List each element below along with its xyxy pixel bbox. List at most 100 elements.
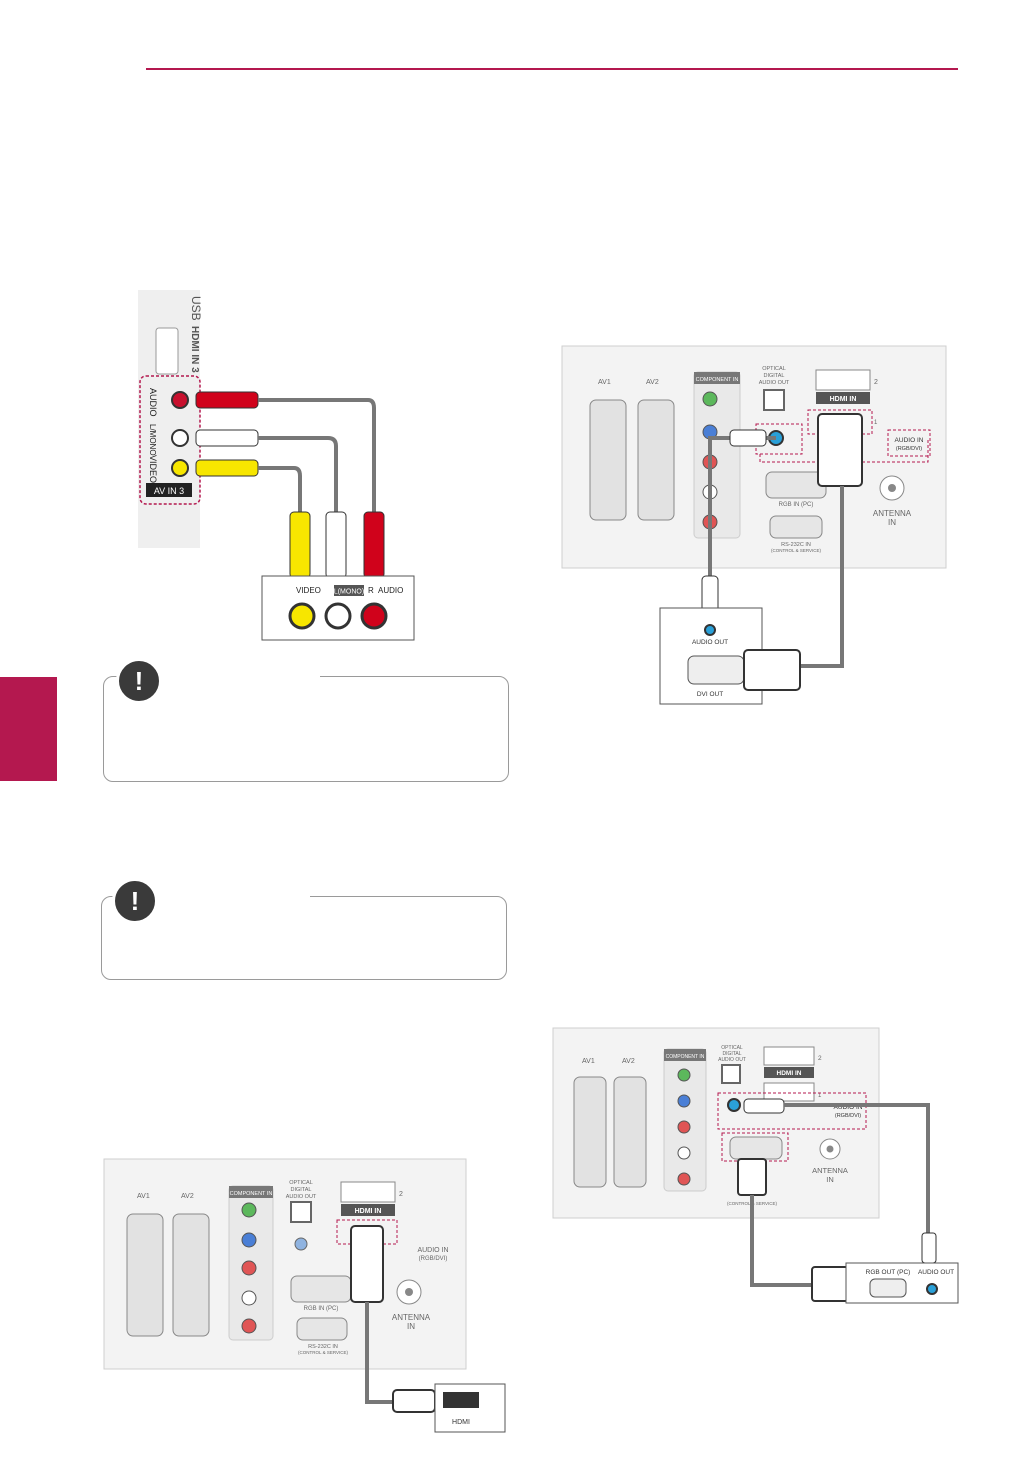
diagram-shape [241,1290,257,1306]
rgb-hdmi-1: 1 [818,1093,822,1099]
device-video-jack [288,602,316,630]
diagram-shape [763,1082,815,1102]
comp-y-jack [702,391,718,407]
diagram-shape [290,1201,312,1223]
hdmi-audio-in-2: (RGB/DVI) [419,1256,448,1262]
hdmi-2-label-b: 2 [399,1191,403,1198]
scart-av1 [589,399,627,521]
yellow-plug-tv [195,459,259,477]
hdmi-plug-device [392,1389,436,1413]
hdmi-scart-av1 [126,1213,164,1337]
chapter-side-tab [0,677,57,781]
device-r-label: R [368,586,374,595]
usb-label: USB [189,296,203,321]
red-cable [258,398,376,512]
header-rule [146,68,958,70]
note-icon-2: ! [112,878,158,924]
hdmi-1-label: 1 [874,420,878,426]
audio-r-label: AUDIO [148,388,158,417]
rgb-optical-1: OPTICAL [721,1045,743,1051]
rgb-out-port [869,1278,907,1298]
white-plug-device [325,511,347,579]
diagram-shape [677,1146,691,1160]
red-plug-device [363,511,385,579]
hdmi-1-highlight-b [336,1219,398,1245]
diagram-shape [677,1094,691,1108]
dvi-out-label: DVI OUT [697,691,723,698]
device-audio-out-label: AUDIO OUT [692,639,728,646]
device-lmono-badge [334,585,364,596]
rgb-audio-plug-tv [743,1098,785,1114]
rgb-av1-label: AV1 [582,1058,595,1065]
rgb-in-port-b [729,1136,783,1160]
audio-plug-tv [729,429,767,447]
diagram-shape [241,1260,257,1276]
hdmi-connection-diagram: AV1 AV2 COMPONENT IN OPTICAL DIGITAL AUD… [103,1158,506,1433]
scart-av2 [637,399,675,521]
diagram-shape [229,1186,273,1198]
optical-line2: DIGITAL [764,373,785,379]
device-audio-r-jack [360,602,388,630]
dvi-plug [743,649,801,691]
diagram-shape [241,1318,257,1334]
dvi-out-port [687,655,745,685]
hdmi-in-3-label: HDMI IN 3 [189,326,200,373]
antenna-label2: IN [888,518,896,527]
component-in-label: COMPONENT IN [696,377,739,383]
diagram-shape [826,1145,834,1153]
audio-in-label1: AUDIO IN [895,437,924,444]
hdmi-in-badge [816,392,870,404]
diagram-shape [294,1237,308,1251]
l-mono-label: L/MONO [148,424,157,456]
hdmi-plug-tv [350,1225,384,1303]
hdmi-optical-1: OPTICAL [289,1180,313,1186]
diagram-shape [241,1202,257,1218]
diagram-shape [405,1288,413,1296]
antenna-label1: ANTENNA [873,509,912,518]
rgb-vga-cable [750,1195,816,1287]
diagram-shape [764,1067,814,1078]
hdmi-optical-3: AUDIO OUT [286,1194,317,1200]
tv-rear-panel-hdmi [103,1158,467,1370]
hdmi-audio-in-1: AUDIO IN [417,1247,448,1254]
audio-in-label2: (RGB/DVI) [896,446,922,452]
device-audio-label: AUDIO [378,586,403,595]
video-jack [171,459,189,477]
rgb-audio-plug-device [921,1232,937,1264]
rgb-hdmi-in: HDMI IN [777,1070,802,1077]
rgb-scart-av2 [613,1076,647,1188]
hdmi-port-3 [155,327,179,375]
rgb-antenna-1: ANTENNA [812,1166,848,1175]
av1-label: AV1 [598,379,611,386]
diagram-shape [677,1172,691,1186]
diagram-shape [763,1046,815,1066]
hdmi-antenna-1: ANTENNA [392,1313,431,1322]
hdmi-device-label: HDMI [452,1419,470,1426]
diagram-shape [677,1068,691,1082]
rgb-optical-3: AUDIO OUT [718,1057,746,1063]
optical-line3: AUDIO OUT [759,380,790,386]
tv-rear-panel-rgb [552,1027,880,1219]
av-in-3-badge [146,483,192,497]
rgb-component-label: COMPONENT IN [666,1054,705,1060]
diagram-shape [241,1232,257,1248]
rgb-antenna-2: IN [826,1175,834,1184]
audio-r-jack [171,391,189,409]
hdmi-rs232-1: RS-232C IN [308,1344,338,1350]
device-lmono-label: L(MONO) [334,589,364,596]
diagram-shape [296,1317,348,1341]
white-cable [258,436,338,512]
diagram-shape [888,484,896,492]
red-plug-tv [195,391,259,409]
hdmi-av2-label: AV2 [181,1193,194,1200]
hdmi-2-port [815,369,871,391]
device-video-label: VIDEO [296,586,321,595]
optical-port [763,389,785,411]
hdmi-antenna-2: IN [407,1322,415,1331]
rgb-plug-tv [737,1158,767,1196]
rs232c-port [769,515,823,539]
rgb-audio-in-2: (RGB/DVI) [835,1113,861,1119]
av-connection-diagram: USB HDMI IN 3 AUDIO L/MONO VIDEO AV IN 3… [138,290,415,641]
rgb-out-label: RGB OUT (PC) [866,1269,911,1276]
note-box-1 [103,676,509,782]
